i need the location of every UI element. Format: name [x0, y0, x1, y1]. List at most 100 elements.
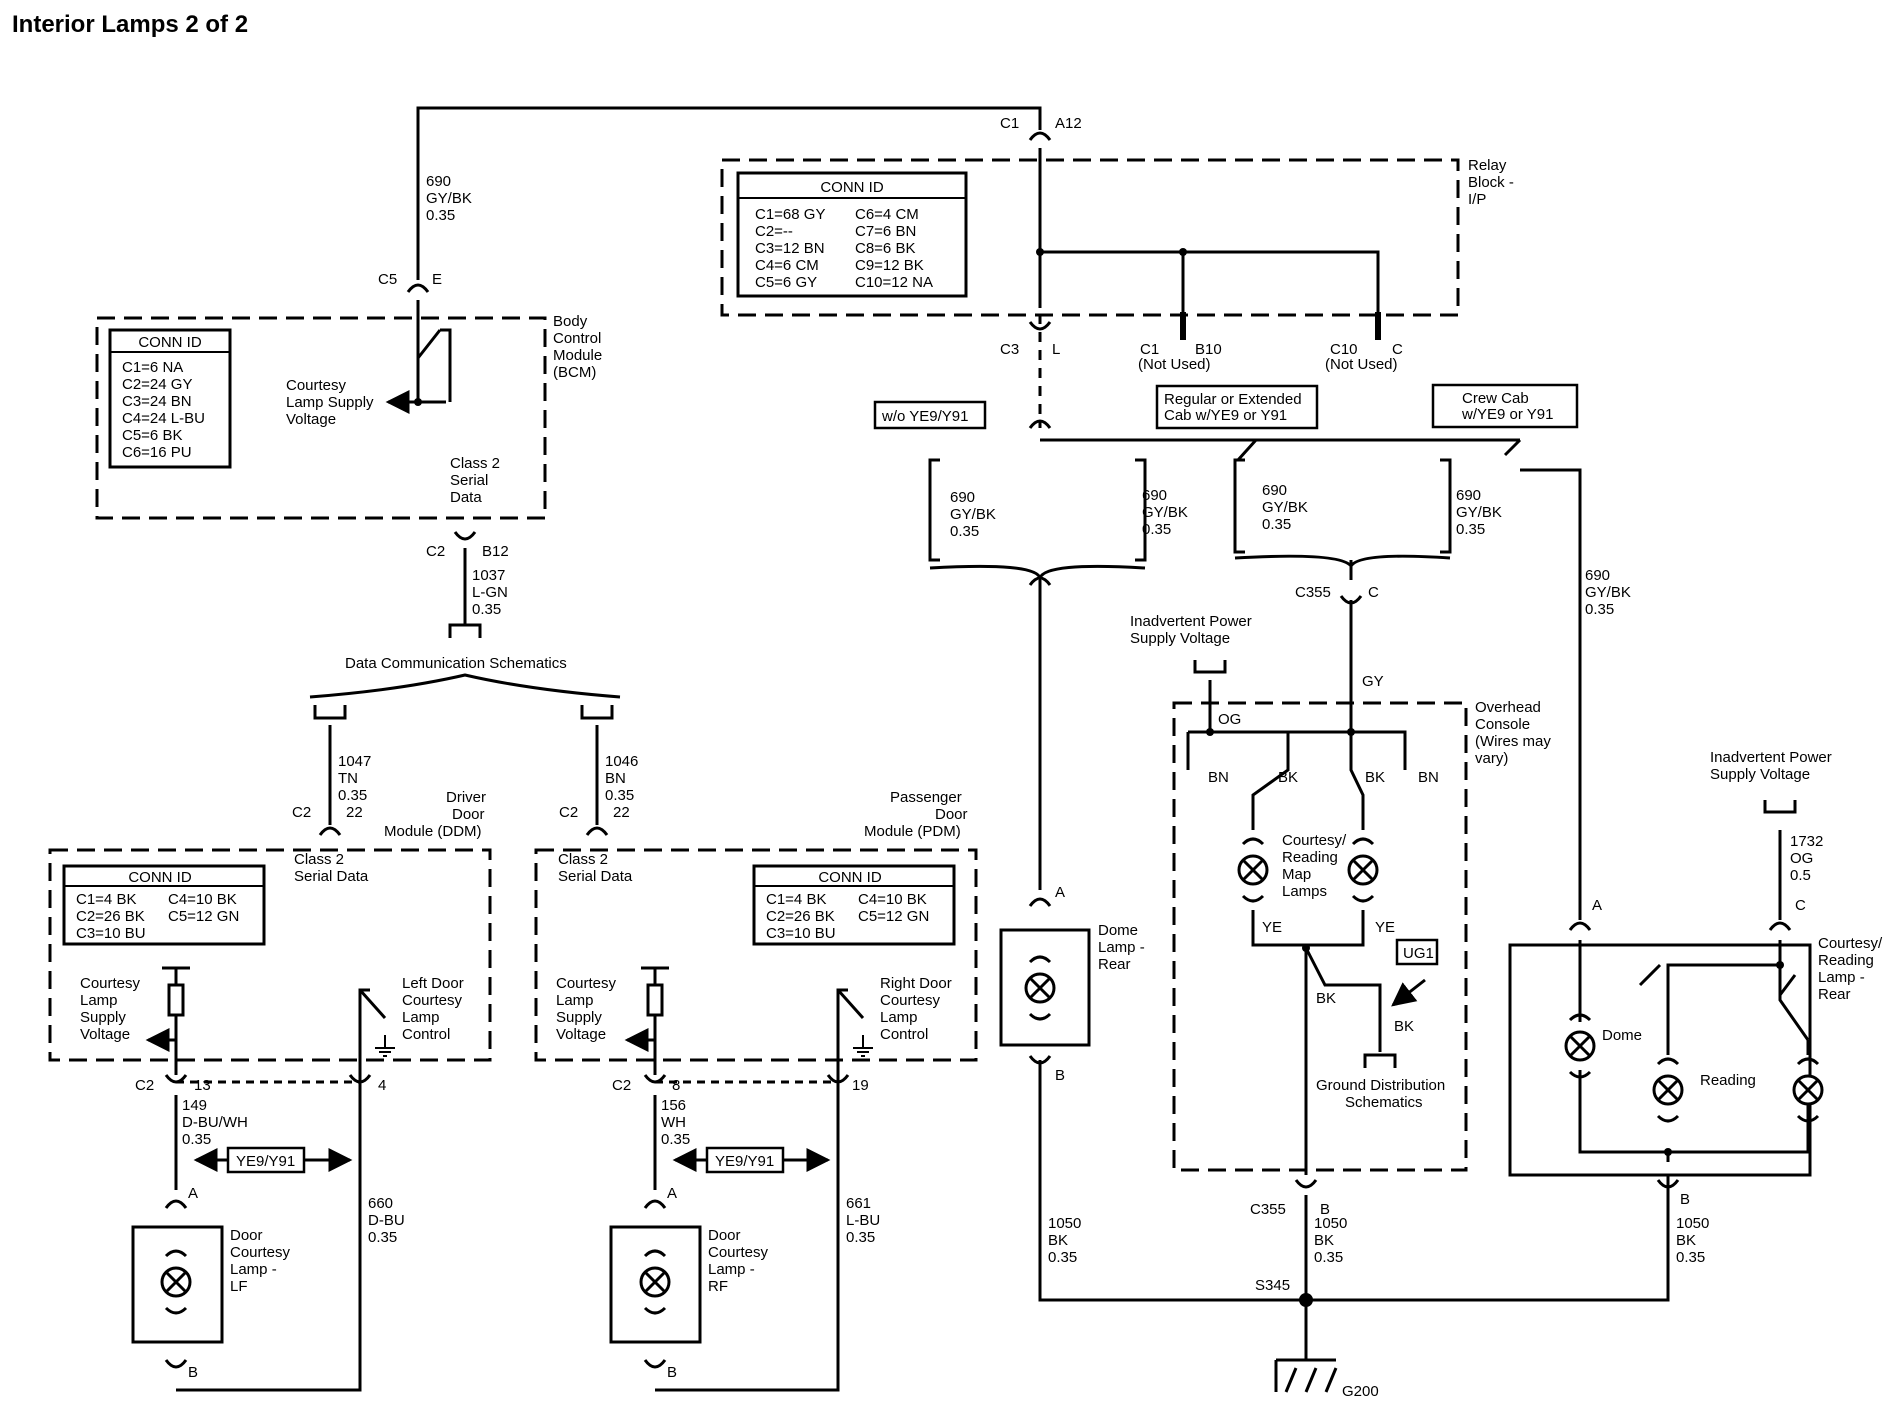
ddm-control-label: Left Door: [402, 975, 464, 992]
svg-text:C3=10 BU: C3=10 BU: [766, 925, 836, 942]
svg-text:Voltage: Voltage: [80, 1026, 130, 1043]
svg-text:Cab w/YE9 or Y91: Cab w/YE9 or Y91: [1164, 407, 1287, 424]
svg-text:(Wires may: (Wires may: [1475, 733, 1551, 750]
wire-label-1732: 1732: [1790, 833, 1823, 850]
label-ddm-out-c2: C2: [135, 1077, 154, 1094]
svg-text:Lamp -: Lamp -: [230, 1261, 277, 1278]
pdm-ground-icon: [853, 1035, 873, 1057]
svg-text:C5=6 BK: C5=6 BK: [122, 427, 182, 444]
svg-text:TN: TN: [338, 770, 358, 787]
svg-text:Voltage: Voltage: [556, 1026, 606, 1043]
svg-text:C4=10 BK: C4=10 BK: [168, 891, 237, 908]
label-pdm-8: 8: [672, 1077, 680, 1094]
label-rear-c: C: [1795, 897, 1806, 914]
svg-text:Control: Control: [880, 1026, 928, 1043]
terminal-ddm: [313, 705, 347, 720]
rear-reading-feed: [1666, 940, 1782, 1035]
rear-switch-left-icon: [1638, 963, 1662, 987]
ye9-left-label: YE9/Y91: [236, 1153, 295, 1170]
label-rf-a: A: [667, 1185, 677, 1202]
pdm-supply-label: Courtesy: [556, 975, 617, 992]
ddm-resistor-icon: [167, 983, 185, 1017]
overhead-bk2: [1349, 732, 1365, 830]
lamp-map-left-icon: [1237, 837, 1269, 903]
svg-text:0.35: 0.35: [1048, 1249, 1077, 1266]
rear-lamp-box: [1508, 943, 1812, 1177]
module-outlines: [48, 158, 1468, 1172]
svg-text:Serial Data: Serial Data: [558, 868, 633, 885]
option-label-boxes: [226, 383, 1579, 1174]
svg-text:0.35: 0.35: [661, 1131, 690, 1148]
svg-text:Courtesy: Courtesy: [880, 992, 941, 1009]
label-bn1: BN: [1208, 769, 1229, 786]
svg-text:(BCM): (BCM): [553, 364, 596, 381]
connector-pdm-8: [643, 1074, 667, 1084]
wire-label-1046: 1046: [605, 753, 638, 770]
relay-label: Relay: [1468, 157, 1507, 174]
ug1-box: [1395, 938, 1439, 966]
svg-text:GY/BK: GY/BK: [1262, 499, 1308, 516]
option-regular-box: [1155, 384, 1319, 430]
svg-text:0.35: 0.35: [1585, 601, 1614, 618]
svg-text:0.35: 0.35: [1676, 1249, 1705, 1266]
label-ddm-13: 13: [194, 1077, 211, 1094]
pdm-box: [534, 848, 978, 1062]
relay-conn-table: CONN ID C1=68 GY C2=-- C3=12 BN C4=6 CM …: [736, 171, 968, 298]
ground-dist-label: Ground Distribution: [1316, 1077, 1445, 1094]
connector-rear-a: [1568, 921, 1592, 931]
label-ddm-22: 22: [346, 804, 363, 821]
svg-text:0.35: 0.35: [605, 787, 634, 804]
relay-block-box: [720, 158, 1460, 317]
wire-661: [655, 1095, 840, 1392]
svg-text:C5=6 GY: C5=6 GY: [755, 274, 817, 291]
svg-text:BN: BN: [605, 770, 626, 787]
wire-label-149: 149: [182, 1097, 207, 1114]
label-c355-bot: C355: [1250, 1201, 1286, 1218]
ddm-label: Driver: [446, 789, 486, 806]
bcm-switch-wire: [440, 328, 452, 402]
label-e: E: [432, 271, 442, 288]
label-lf-b: B: [188, 1364, 198, 1381]
svg-text:0.35: 0.35: [1142, 521, 1171, 538]
ug1-arrow: [1391, 978, 1426, 1007]
label-c1: C1: [1000, 115, 1019, 132]
overhead-bk1: [1251, 732, 1290, 830]
rf-lamp-box: [609, 1225, 702, 1344]
svg-text:C5=12 GN: C5=12 GN: [168, 908, 239, 925]
ug1-label: UG1: [1403, 945, 1434, 962]
svg-text:Data: Data: [450, 489, 482, 506]
svg-text:C2=26 BK: C2=26 BK: [766, 908, 835, 925]
svg-text:Block -: Block -: [1468, 174, 1514, 191]
connector-dome-b: [1028, 1055, 1052, 1065]
svg-text:L-GN: L-GN: [472, 584, 508, 601]
pdm-switch-icon: [836, 989, 865, 1019]
wire-label-690-a: 690: [950, 489, 975, 506]
connector-ddm-13: [164, 1074, 188, 1084]
connector-pdm-19: [826, 1074, 850, 1084]
connector-option-top: [1028, 419, 1052, 429]
bracket-wo-join: [929, 564, 1146, 583]
svg-text:Lamps: Lamps: [1282, 883, 1327, 900]
svg-text:C6=4 CM: C6=4 CM: [855, 206, 919, 223]
svg-text:Module: Module: [553, 347, 602, 364]
svg-text:WH: WH: [661, 1114, 686, 1131]
label-c10-note: (Not Used): [1325, 356, 1398, 373]
svg-text:BK: BK: [1676, 1232, 1696, 1249]
svg-text:GY/BK: GY/BK: [426, 190, 472, 207]
overhead-console-box: [1172, 701, 1468, 1172]
svg-text:0.35: 0.35: [1262, 516, 1291, 533]
not-used-stubs: [1180, 312, 1381, 340]
bcm-switch-icon: [416, 329, 442, 359]
svg-text:C3=24 BN: C3=24 BN: [122, 393, 192, 410]
terminal-bcm: [448, 623, 482, 638]
label-ddm-4: 4: [378, 1077, 386, 1094]
svg-text:C3=10 BU: C3=10 BU: [76, 925, 146, 942]
svg-text:D-BU: D-BU: [368, 1212, 405, 1229]
rear-switch-right-icon: [1778, 974, 1797, 996]
ddm-conn-table: CONN ID C1=4 BK C2=26 BK C3=10 BU C4=10 …: [62, 864, 266, 946]
connector-c2-b12: [453, 531, 477, 541]
connector-ddm-4: [348, 1074, 372, 1084]
svg-text:0.35: 0.35: [426, 207, 455, 224]
svg-text:Rear: Rear: [1098, 956, 1131, 973]
svg-text:0.35: 0.35: [368, 1229, 397, 1246]
